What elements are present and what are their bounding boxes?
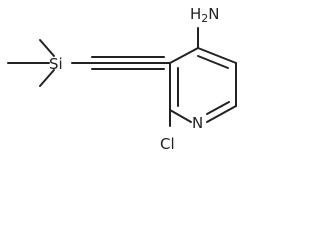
amine-n-text: N: [208, 5, 219, 23]
ring-nitrogen-label: N: [192, 114, 203, 132]
bond-c4-c3: [169, 47, 199, 64]
amine-h-text: H: [190, 5, 201, 23]
bond-n1-c6-inner: [206, 101, 230, 115]
chemical-structure-diagram: H2N N Cl Si: [7, 5, 237, 153]
bond-n1-c6: [206, 105, 237, 123]
amine-label: H2N: [190, 5, 220, 25]
bond-si-methyl-upper: [39, 39, 55, 57]
pyridine-ring: [169, 47, 237, 123]
amine-subscript-text: 2: [201, 12, 208, 25]
bond-c2-n1: [169, 109, 192, 123]
bond-c5-c4: [197, 47, 237, 64]
bond-c5-c4-inner: [197, 55, 229, 69]
silicon-label: Si: [49, 55, 63, 73]
chlorine-label: Cl: [160, 135, 175, 153]
bond-si-methyl-lower: [39, 69, 55, 87]
alkyne-triple-bond: [91, 56, 171, 70]
